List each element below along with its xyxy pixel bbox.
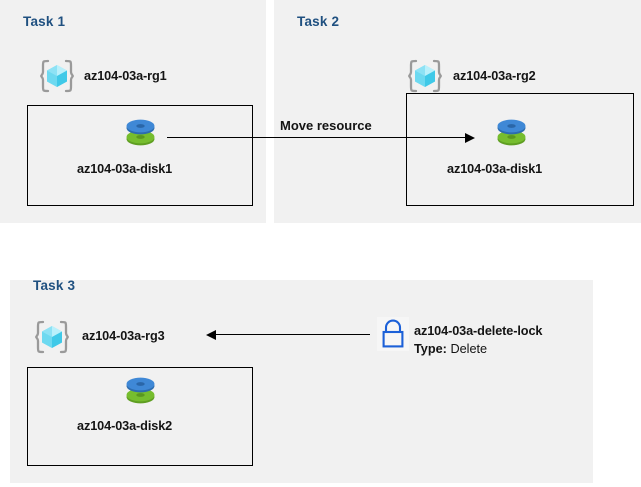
lock-connector-arrowhead	[206, 329, 216, 340]
task3-title: Task 3	[33, 278, 76, 293]
task1-resource-group-label: az104-03a-rg1	[84, 69, 167, 83]
task1-title: Task 1	[23, 14, 66, 29]
move-resource-arrowhead	[465, 132, 475, 143]
task2-panel	[274, 0, 641, 223]
resource-group-icon	[38, 57, 76, 95]
move-resource-label: Move resource	[280, 118, 372, 133]
lock-type-row: Type: Delete	[414, 342, 487, 356]
resource-group-icon	[33, 318, 71, 356]
task2-inner-box	[406, 93, 634, 206]
task3-resource-group-label: az104-03a-rg3	[82, 329, 165, 343]
task3-inner-box	[27, 367, 253, 466]
task1-panel	[0, 0, 266, 223]
managed-disk-icon	[493, 114, 530, 151]
lock-connector-line	[216, 334, 370, 336]
task1-resource-label: az104-03a-disk1	[77, 162, 173, 176]
resource-group-icon	[406, 57, 444, 95]
lock-type-value: Delete	[450, 342, 488, 356]
task3-panel	[10, 280, 593, 483]
task2-title: Task 2	[297, 14, 340, 29]
task2-resource-label: az104-03a-disk1	[447, 162, 543, 176]
task3-resource-label: az104-03a-disk2	[77, 419, 173, 433]
task1-inner-box	[27, 105, 253, 206]
lock-type-key: Type:	[414, 342, 447, 356]
managed-disk-icon	[122, 114, 159, 151]
move-resource-connector-line	[167, 137, 467, 139]
lock-name-label: az104-03a-delete-lock	[414, 324, 543, 338]
task2-resource-group-label: az104-03a-rg2	[453, 69, 536, 83]
managed-disk-icon	[122, 372, 159, 409]
lock-icon	[377, 317, 409, 351]
